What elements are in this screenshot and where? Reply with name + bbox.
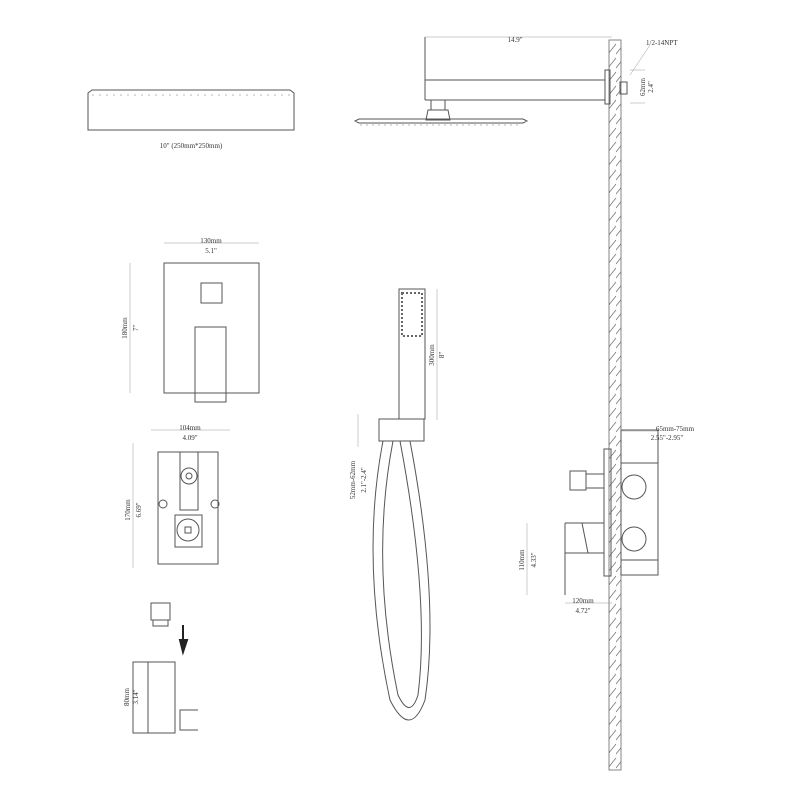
valve-width-mm-label: 104mm xyxy=(179,424,201,432)
shower-arm-view: 14.9" 1/2-14NPT 62mm 2.4" xyxy=(353,36,678,126)
shower-arm-length-label: 14.9" xyxy=(507,36,522,44)
flange-in-label: 2.4" xyxy=(647,81,655,93)
wall-section xyxy=(608,39,622,771)
valve-height-mm-label: 170mm xyxy=(124,499,132,521)
valve-body-view: 104mm 4.09" 170mm 6.69" xyxy=(124,424,230,568)
valve-side-view: 65mm-75mm 2.55"-2.95" 110mm 4.33" 120mm … xyxy=(518,425,695,615)
bracket-height-in-label: 3.14" xyxy=(132,689,140,704)
holder-size-mm-label: 52mm-62mm xyxy=(349,460,357,499)
hand-shower-length-mm-label: 300mm xyxy=(428,344,436,366)
handle-height-mm-label: 110mm xyxy=(518,549,526,571)
hand-shower-view: 300mm 8" 52mm-62mm 2.1"-2.4" xyxy=(349,288,446,721)
trim-width-in-label: 5.1" xyxy=(205,247,217,255)
valve-depth-in-label: 2.55"-2.95" xyxy=(651,434,684,442)
holder-bracket-view: 80mm 3.14" xyxy=(123,602,198,734)
holder-size-in-label: 2.1"-2.4" xyxy=(360,467,368,493)
trim-height-mm-label: 180mm xyxy=(121,317,129,339)
handle-depth-in-label: 4.72" xyxy=(575,607,590,615)
valve-height-in-label: 6.69" xyxy=(135,502,143,517)
thread-size-label: 1/2-14NPT xyxy=(646,39,678,47)
trim-height-in-label: 7" xyxy=(132,325,140,332)
valve-depth-mm-label: 65mm-75mm xyxy=(656,425,695,433)
shower-head-size-label: 10" (250mm*250mm) xyxy=(160,142,223,150)
flange-mm-label: 62mm xyxy=(639,78,647,96)
shower-head-view: 10" (250mm*250mm) xyxy=(87,89,295,150)
trim-width-mm-label: 130mm xyxy=(200,237,222,245)
handle-depth-mm-label: 120mm xyxy=(572,597,594,605)
handle-height-in-label: 4.33" xyxy=(530,552,538,567)
trim-plate-view: 130mm 5.1" 180mm 7" xyxy=(121,237,260,403)
hand-shower-length-in-label: 8" xyxy=(438,352,446,359)
bracket-height-mm-label: 80mm xyxy=(123,688,131,706)
valve-width-in-label: 4.09" xyxy=(182,434,197,442)
